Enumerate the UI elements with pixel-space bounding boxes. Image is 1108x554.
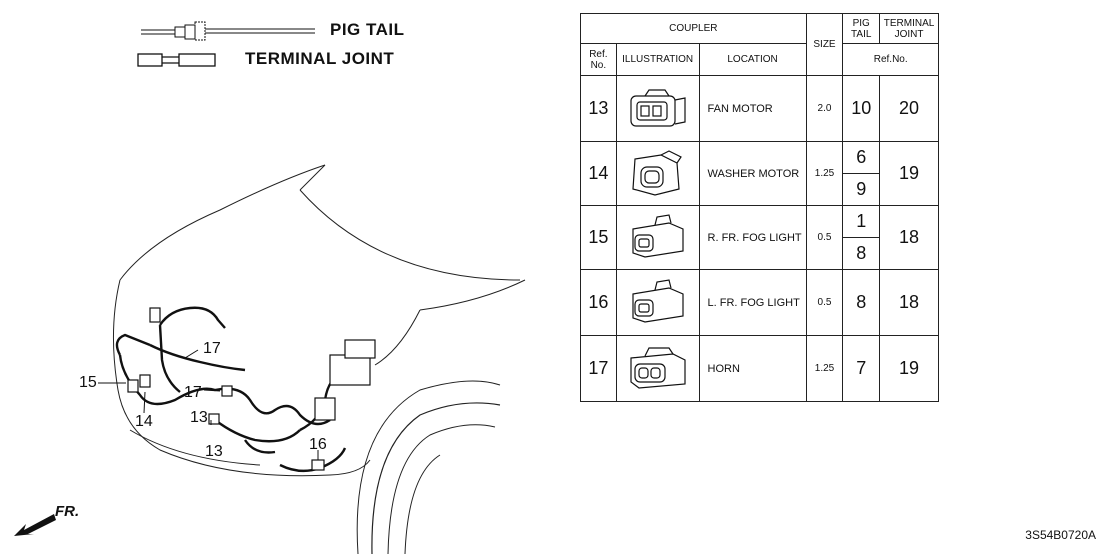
callout-16: 16 [309,436,327,453]
row-ref: 17 [580,335,617,402]
front-direction-arrow-icon [14,514,56,536]
pig-tail-symbol-icon [141,21,245,41]
row-pig-tail: 8 [842,237,881,270]
row-terminal-joint: 18 [879,205,939,270]
tire-inner [387,424,496,554]
row-ref: 15 [580,205,617,270]
row-size: 1.25 [805,141,844,206]
fuse-box-icon [329,354,371,386]
row-ref: 14 [580,141,617,206]
row-size: 2.0 [805,75,844,142]
wheel-arch [356,380,501,554]
washer-connector-icon [139,374,151,388]
bumper-outline [112,279,371,477]
callout-14: 14 [135,413,153,430]
header-illustration: ILLUSTRATION [615,43,700,76]
fan-motor-coupler-icon [630,88,686,127]
coupler-illustration [615,335,700,402]
legend-terminal-joint-label: TERMINAL JOINT [245,49,395,68]
callout-17b: 17 [184,384,202,401]
row-pig-tail: 8 [842,269,881,336]
row-pig-tail: 10 [842,75,881,142]
table-row: 16 L. FR. FOG LIGHT 0.5 8 18 [580,269,939,336]
header-size: SIZE [805,13,844,76]
row-size: 0.5 [805,205,844,270]
header-ref-no-2: Ref.No. [842,43,939,76]
fan-connector-icon [208,413,220,425]
table-row: 13 FAN MOTOR 2.0 10 20 [580,75,939,142]
coupler-illustration [615,75,700,142]
callout-15: 15 [79,374,97,391]
connector-icon [149,307,161,323]
row-pig-tail: 7 [842,335,881,402]
callout-17a: 17 [203,340,221,357]
coupler-illustration [615,205,700,270]
header-coupler: COUPLER [580,13,807,44]
relay-box-icon [344,339,376,359]
wheel-rim [404,454,441,554]
leader-lines [98,349,319,460]
row-terminal-joint: 19 [879,141,939,206]
row-location: WASHER MOTOR [698,141,807,206]
cowl-line [419,279,526,311]
terminal-joint-symbol-icon [137,53,216,67]
hood-line [299,189,521,281]
legend-symbols [137,21,245,67]
table-row: 15 R. FR. FOG LIGHT 0.5 1 18 [580,205,939,270]
bumper-lower [129,429,261,466]
row-size: 0.5 [805,269,844,336]
coupler-illustration [615,141,700,206]
tire-outer [371,402,501,554]
vehicle-harness-drawing [98,164,526,554]
horn-connector-icon [221,385,233,397]
header-pig-tail: PIG TAIL [842,13,881,44]
table-row: 17 HORN 1.25 7 19 [580,335,939,402]
fog-light-connector-icon [127,379,139,393]
callout-13a: 13 [190,409,208,426]
diagram-code: 3S54B0720A [1025,528,1096,542]
header-location: LOCATION [698,43,807,76]
legend: PIG TAIL TERMINAL JOINT [135,16,435,76]
horn-coupler-icon [630,346,686,389]
row-terminal-joint: 19 [879,335,939,402]
coupler-table: COUPLER SIZE PIG TAIL TERMINAL JOINT Ref… [580,13,939,402]
harness-components [127,307,376,471]
left-fog-light-coupler-icon [632,278,684,323]
right-fog-light-coupler-icon [632,213,684,258]
row-ref: 13 [580,75,617,142]
row-pig-tail: 1 [842,205,881,238]
row-pig-tail: 9 [842,173,881,206]
left-fog-connector-icon [311,459,325,471]
hood-outline [119,164,326,281]
row-location: HORN [698,335,807,402]
row-size: 1.25 [805,335,844,402]
junction-icon [314,397,336,421]
callout-13b: 13 [205,443,223,460]
coupler-illustration [615,269,700,336]
fender-line [374,309,421,366]
table-row: 14 WASHER MOTOR 1.25 6 19 [580,141,939,206]
row-location: L. FR. FOG LIGHT [698,269,807,336]
windshield-line [299,164,326,191]
legend-pig-tail-label: PIG TAIL [330,20,405,39]
row-pig-tail: 6 [842,141,881,174]
header-ref-no: Ref. No. [580,43,617,76]
row-ref: 16 [580,269,617,336]
row-location: R. FR. FOG LIGHT [698,205,807,270]
row-terminal-joint: 20 [879,75,939,142]
washer-motor-coupler-icon [631,149,682,196]
front-direction-label: FR. [55,503,80,520]
row-terminal-joint: 18 [879,269,939,336]
row-location: FAN MOTOR [698,75,807,142]
header-terminal-joint: TERMINAL JOINT [879,13,939,44]
